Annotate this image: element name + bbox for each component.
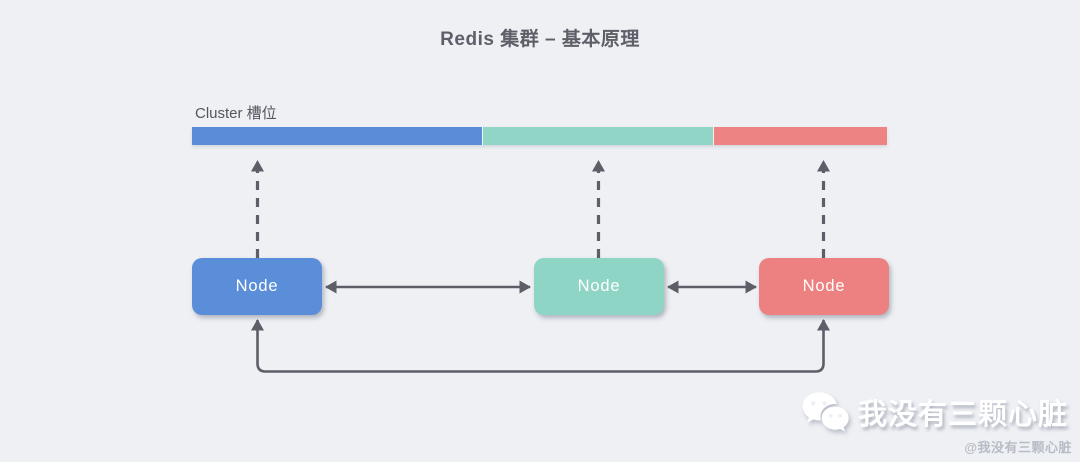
node-2-label: Node: [577, 277, 621, 295]
cluster-slots-label: Cluster 槽位: [195, 105, 277, 122]
watermark-name: 我没有三颗心脏: [858, 399, 1069, 431]
cluster-slot-bar: [192, 127, 887, 145]
slot-segment-node2: [482, 127, 713, 145]
node-1-label: Node: [235, 277, 279, 295]
watermark-handle: @我没有三颗心脏: [964, 440, 1072, 455]
double-arrow-node1-node3-ring: [251, 319, 830, 373]
slot-segment-node1: [192, 127, 483, 145]
node-2-box: Node: [534, 258, 664, 315]
slot-segment-node3: [712, 127, 887, 145]
node-3-box: Node: [759, 258, 889, 315]
diagram-title: Redis 集群 – 基本原理: [440, 29, 640, 50]
node-3-label: Node: [802, 277, 846, 295]
node-1-box: Node: [192, 258, 322, 315]
watermark: 我没有三颗心脏: [801, 390, 1068, 434]
wechat-icon: [802, 392, 849, 432]
